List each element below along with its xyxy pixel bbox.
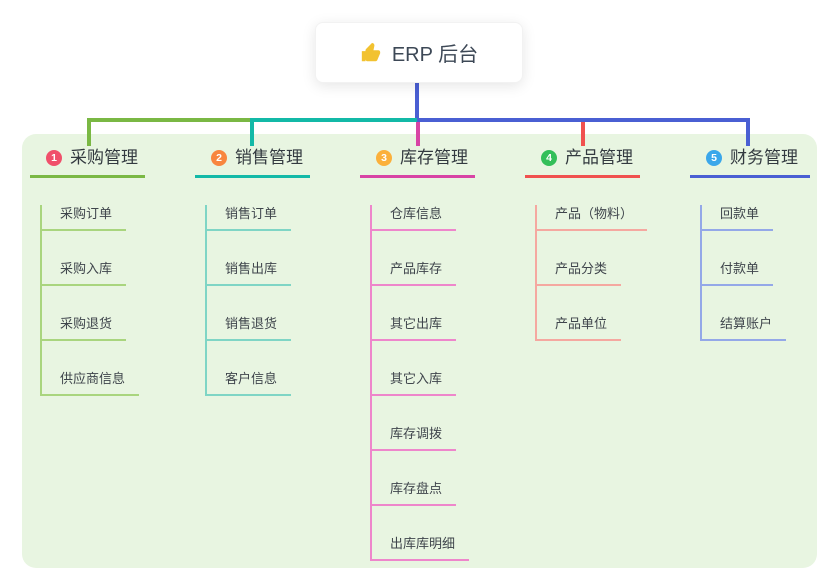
branch-finance-items: 回款单 付款单 结算账户: [700, 205, 787, 341]
branch-inventory-header[interactable]: 3 库存管理: [360, 146, 475, 178]
branch-finance-header[interactable]: 5 财务管理: [690, 146, 810, 178]
node-item[interactable]: 供应商信息: [42, 370, 140, 396]
branch-inventory-items: 仓库信息 产品库存 其它出库 其它入库 库存调拨 库存盘点 出库库明细: [370, 205, 470, 561]
branch-label: 库存管理: [400, 148, 468, 167]
connector-root-vertical: [415, 83, 419, 122]
node-item[interactable]: 销售出库: [207, 260, 292, 286]
branch-procurement-items: 采购订单 采购入库 采购退货 供应商信息: [40, 205, 140, 396]
node-item[interactable]: 采购订单: [42, 205, 127, 231]
branch-sales: 2 销售管理 销售订单 销售出库 销售退货 客户信息: [195, 146, 310, 396]
root-node[interactable]: ERP 后台: [315, 22, 523, 83]
connector-drop-procurement: [87, 118, 91, 146]
branch-number-badge: 3: [376, 150, 392, 166]
node-item[interactable]: 客户信息: [207, 370, 292, 396]
branch-number-badge: 5: [706, 150, 722, 166]
node-item[interactable]: 其它入库: [372, 370, 457, 396]
connector-drop-inventory: [416, 122, 420, 146]
node-item[interactable]: 采购入库: [42, 260, 127, 286]
connector-horizontal-green: [87, 118, 253, 122]
node-item[interactable]: 出库库明细: [372, 535, 470, 561]
branch-product: 4 产品管理 产品（物料） 产品分类 产品单位: [525, 146, 648, 341]
branch-sales-items: 销售订单 销售出库 销售退货 客户信息: [205, 205, 292, 396]
node-item[interactable]: 采购退货: [42, 315, 127, 341]
node-item[interactable]: 结算账户: [702, 315, 787, 341]
node-item[interactable]: 产品单位: [537, 315, 622, 341]
node-item[interactable]: 库存盘点: [372, 480, 457, 506]
branch-number-badge: 1: [46, 150, 62, 166]
branch-label: 采购管理: [70, 148, 138, 167]
branch-label: 销售管理: [235, 148, 303, 167]
node-item[interactable]: 产品库存: [372, 260, 457, 286]
branch-product-header[interactable]: 4 产品管理: [525, 146, 640, 178]
branch-number-badge: 2: [211, 150, 227, 166]
node-item[interactable]: 产品分类: [537, 260, 622, 286]
node-item[interactable]: 产品（物料）: [537, 205, 648, 231]
node-item[interactable]: 其它出库: [372, 315, 457, 341]
node-item[interactable]: 付款单: [702, 260, 774, 286]
branch-label: 财务管理: [730, 148, 798, 167]
node-item[interactable]: 仓库信息: [372, 205, 457, 231]
branch-finance: 5 财务管理 回款单 付款单 结算账户: [690, 146, 810, 341]
branch-sales-header[interactable]: 2 销售管理: [195, 146, 310, 178]
node-item[interactable]: 销售订单: [207, 205, 292, 231]
connector-horizontal-teal: [253, 118, 417, 122]
branch-inventory: 3 库存管理 仓库信息 产品库存 其它出库 其它入库 库存调拨 库存盘点 出库库…: [360, 146, 475, 561]
branch-product-items: 产品（物料） 产品分类 产品单位: [535, 205, 648, 341]
branch-procurement: 1 采购管理 采购订单 采购入库 采购退货 供应商信息: [30, 146, 145, 396]
branches-panel: [22, 134, 817, 568]
root-title: ERP 后台: [391, 44, 479, 66]
node-item[interactable]: 回款单: [702, 205, 774, 231]
node-item[interactable]: 销售退货: [207, 315, 292, 341]
branch-procurement-header[interactable]: 1 采购管理: [30, 146, 145, 178]
connector-drop-sales: [250, 118, 254, 146]
node-item[interactable]: 库存调拨: [372, 425, 457, 451]
branch-label: 产品管理: [565, 148, 633, 167]
thumbs-up-icon: [360, 42, 382, 64]
connector-drop-finance: [746, 118, 750, 146]
branch-number-badge: 4: [541, 150, 557, 166]
connector-horizontal-blue: [417, 118, 749, 122]
connector-drop-product: [581, 122, 585, 146]
